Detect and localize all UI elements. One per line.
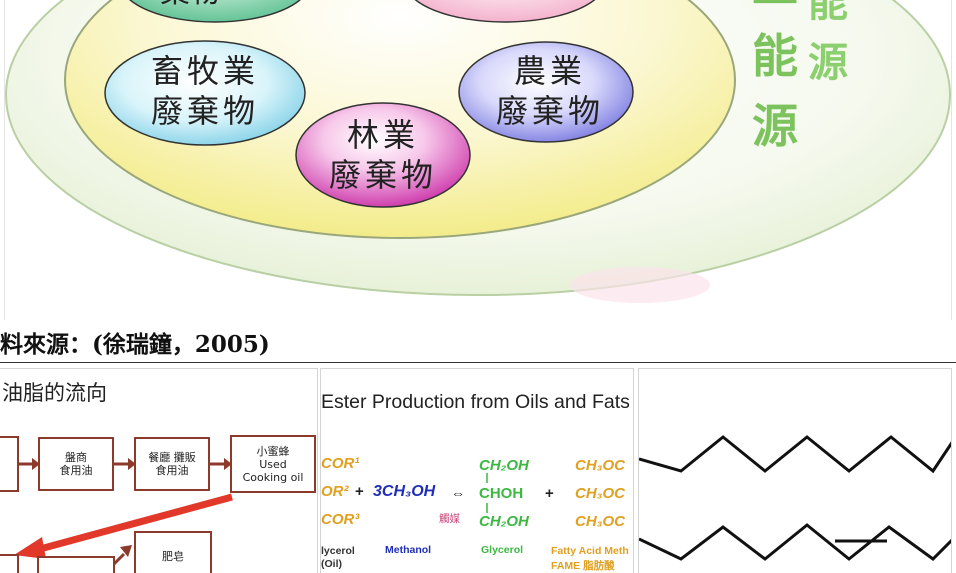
bubble-forest-line1: 林業 bbox=[347, 116, 419, 154]
reactant-line-1: COR¹ bbox=[321, 455, 360, 472]
energy-side-2: 源 bbox=[808, 39, 848, 86]
glycerol-line-2: CHOH bbox=[479, 485, 524, 502]
bubble-livestock-line2: 廢棄物 bbox=[151, 92, 259, 130]
top-fragment-text: 棄物 bbox=[160, 0, 220, 10]
label-fame: Fatty Acid Meth FAME 脂肪酸 bbox=[551, 545, 629, 572]
glycerol-line-3: CH₂OH bbox=[479, 513, 529, 530]
source-caption: 料來源：(徐瑞鐘，2005) bbox=[0, 331, 270, 358]
bubble-agri bbox=[458, 41, 634, 143]
label-methanol: Methanol bbox=[385, 544, 432, 556]
section-divider bbox=[0, 362, 956, 363]
flow-box-restaurant: 餐廳 攤販 食用油 bbox=[134, 437, 210, 491]
equilibrium-arrow: ⇔ bbox=[451, 485, 465, 501]
fame-line-2: CH₃OC bbox=[575, 485, 625, 502]
biomass-diagram: 棄物 畜牧業 廢棄物 林業 廢棄物 農業 廢棄物 能 源 能 源 工 bbox=[4, 0, 952, 320]
bubble-agri-line1: 農業 bbox=[514, 52, 586, 90]
oil-flow-graphic bbox=[0, 436, 233, 573]
bubble-livestock bbox=[104, 40, 306, 146]
carbon-chain-graphic bbox=[639, 435, 951, 561]
bubble-agri-line2: 廢棄物 bbox=[496, 92, 604, 130]
energy-char-1: 能 bbox=[752, 29, 798, 83]
flow-box-soap: 肥皂 bbox=[134, 531, 212, 573]
bubble-top-left bbox=[129, 0, 301, 23]
flow-box-used-oil: 小蜜蜂 Used Cooking oil bbox=[230, 435, 316, 493]
oil-flow-title: 油脂的流向 bbox=[2, 381, 107, 405]
diagram-graphic: 棄物 畜牧業 廢棄物 林業 廢棄物 農業 廢棄物 能 源 能 源 工 bbox=[5, 0, 951, 303]
label-glycerol-oil: lycerol (Oil) bbox=[321, 545, 355, 570]
flow-box-dealer: 盤商 食用油 bbox=[38, 437, 114, 491]
energy-char-2: 源 bbox=[752, 99, 798, 153]
bubble-forest bbox=[295, 102, 471, 208]
glycerol-line-1: CH₂OH bbox=[479, 457, 529, 474]
bubble-forest-line2: 廢棄物 bbox=[329, 156, 437, 194]
plus-sign-1: + bbox=[355, 483, 364, 500]
thumbnail-oil-flow[interactable]: 油脂的流向 盤商 食用油 餐廳 攤販 食用油 小蜜蜂 Used Cooking … bbox=[0, 368, 318, 573]
bubble-top-right bbox=[414, 0, 596, 23]
methanol-formula: 3CH₃OH bbox=[373, 483, 436, 500]
reactant-line-2: OR² bbox=[321, 483, 349, 500]
thumbnail-carbon-chain[interactable] bbox=[638, 368, 952, 573]
svg-text:工: 工 bbox=[752, 0, 798, 13]
catalyst-label: 觸媒 bbox=[439, 513, 460, 525]
reactant-line-3: COR³ bbox=[321, 511, 360, 528]
fame-line-1: CH₃OC bbox=[575, 457, 625, 474]
thumbnail-ester-production[interactable]: Ester Production from Oils and Fats COR¹… bbox=[320, 368, 634, 573]
label-glycerol: Glycerol bbox=[481, 544, 524, 556]
fame-line-3: CH₃OC bbox=[575, 513, 625, 530]
plus-sign-2: + bbox=[545, 485, 554, 502]
energy-side-1: 能 bbox=[808, 0, 848, 26]
ester-title: Ester Production from Oils and Fats bbox=[321, 391, 630, 413]
bubble-livestock-line1: 畜牧業 bbox=[151, 52, 259, 90]
